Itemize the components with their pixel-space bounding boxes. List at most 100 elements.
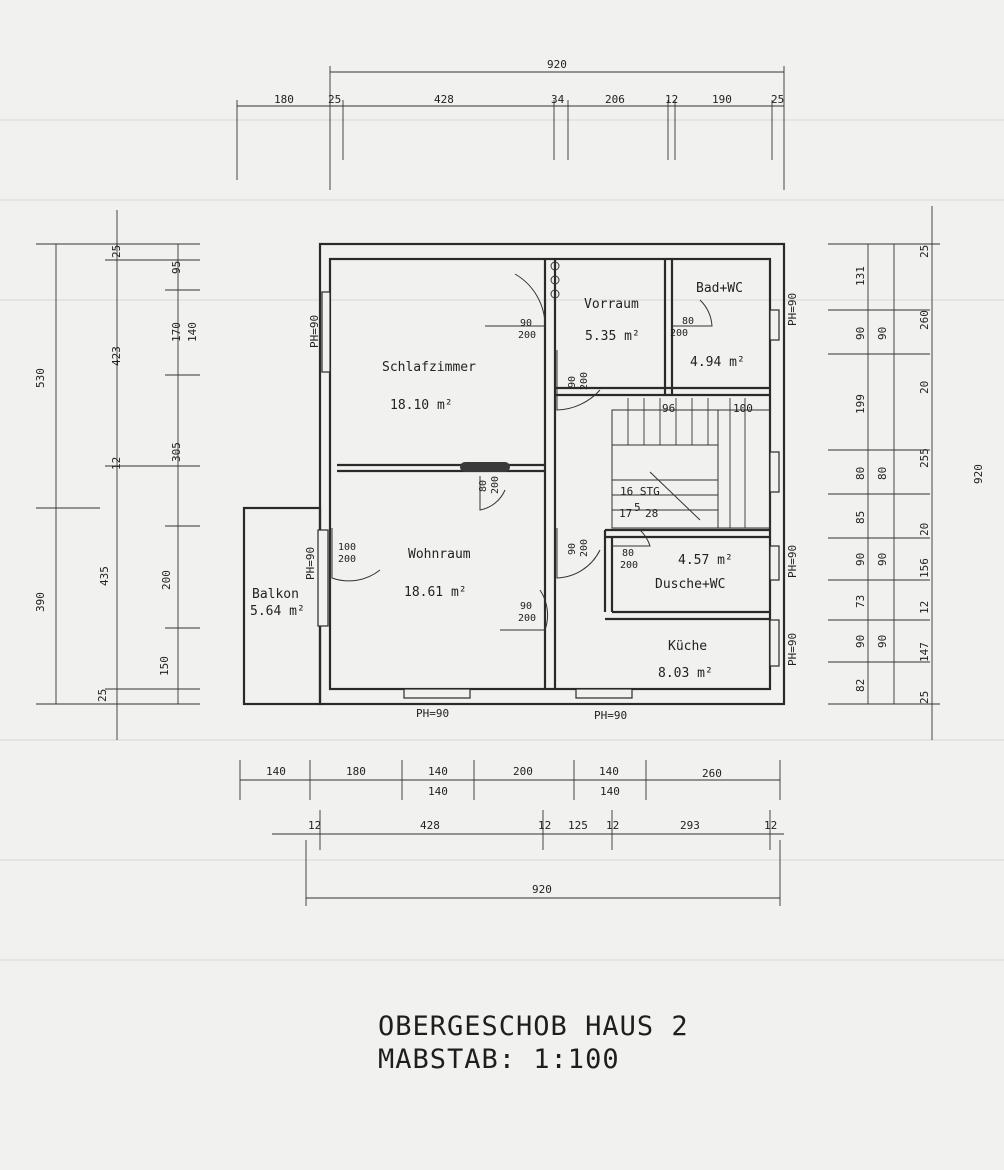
room-area-wohnraum: 18.61 m² xyxy=(404,585,467,600)
dim-right-inner-3: 199 xyxy=(854,394,867,414)
room-name-balkon: Balkon xyxy=(252,587,299,602)
dim-left-mid-3: 12 xyxy=(110,457,123,470)
door-height: 200 xyxy=(579,372,590,390)
window-label: PH=90 xyxy=(594,709,627,722)
dim-right-inner-2: 90 xyxy=(854,327,867,340)
stair-rise-a: 17 xyxy=(619,507,632,520)
dim-bottom-sub-1: 140 xyxy=(428,785,448,798)
dim-right-outer-5: 20 xyxy=(918,523,931,536)
window-dusche xyxy=(769,545,780,581)
door-width: 80 xyxy=(622,548,634,559)
dim-left-mid-5: 25 xyxy=(96,689,109,702)
dim-right-outer-1: 25 xyxy=(918,245,931,258)
dim-right-inner-9: 82 xyxy=(854,679,867,692)
dim-left-outer-1: 530 xyxy=(34,368,47,388)
radiator-circle xyxy=(550,261,560,271)
room-area-kueche: 8.03 m² xyxy=(658,666,713,681)
dim-top-5: 206 xyxy=(605,93,625,106)
dim-right-mid-1: 90 xyxy=(876,327,889,340)
room-area-dusche: 4.57 m² xyxy=(678,553,733,568)
room-name-dusche: Dusche+WC xyxy=(655,577,725,592)
radiator-circle xyxy=(550,289,560,299)
window-label: PH=90 xyxy=(416,707,449,720)
dim-bottom-5: 140 xyxy=(599,765,619,778)
dim-bottom-4: 200 xyxy=(513,765,533,778)
dim-bottom-3: 140 xyxy=(428,765,448,778)
room-area-bad: 4.94 m² xyxy=(690,355,745,370)
window-south-2 xyxy=(575,688,633,699)
room-name-kueche: Küche xyxy=(668,639,707,654)
dim-bottom-2: 180 xyxy=(346,765,366,778)
window-bad xyxy=(769,309,780,341)
dim-right-outer-3: 20 xyxy=(918,381,931,394)
windows xyxy=(317,261,780,699)
room-area-balkon: 5.64 m² xyxy=(250,604,305,619)
dim-bottom2-7: 12 xyxy=(764,819,777,832)
window-wohnraum xyxy=(317,529,329,627)
dim-left-mid-4: 435 xyxy=(98,566,111,586)
window-label: PH=90 xyxy=(786,633,799,666)
dim-bottom2-5: 12 xyxy=(606,819,619,832)
dim-right-outer-8: 147 xyxy=(918,642,931,662)
dim-bottom2-4: 125 xyxy=(568,819,588,832)
dim-right-outer-4: 255 xyxy=(918,448,931,468)
dim-bottom2-3: 12 xyxy=(538,819,551,832)
dim-right-inner-7: 73 xyxy=(854,595,867,608)
stair-rise-b: 5 xyxy=(634,501,641,514)
dim-left-mid-1: 25 xyxy=(110,245,123,258)
dim-right-outer-9: 25 xyxy=(918,691,931,704)
stair-treads xyxy=(612,398,746,528)
door-height: 200 xyxy=(338,554,356,565)
door-width: 90 xyxy=(567,543,578,555)
window-label: PH=90 xyxy=(786,293,799,326)
door-width: 90 xyxy=(520,318,532,329)
door-block xyxy=(460,462,510,472)
dim-top-total: 920 xyxy=(547,58,567,71)
door-width: 90 xyxy=(567,376,578,388)
dim-right-inner-8: 90 xyxy=(854,635,867,648)
dim-left-inner-1: 95 xyxy=(170,261,183,274)
room-name-vorraum: Vorraum xyxy=(584,297,639,312)
door-width: 80 xyxy=(682,316,694,327)
dim-right-outer-6: 156 xyxy=(918,558,931,578)
dim-bottom2-2: 428 xyxy=(420,819,440,832)
dim-top-8: 25 xyxy=(771,93,784,106)
dim-top-6: 12 xyxy=(665,93,678,106)
dim-right-inner-4: 80 xyxy=(854,467,867,480)
dim-top-3: 428 xyxy=(434,93,454,106)
dim-right-outer-2: 260 xyxy=(918,310,931,330)
dim-left-inner-3: 140 xyxy=(186,322,199,342)
dim-bottom2-1: 12 xyxy=(308,819,321,832)
dim-left-inner-6: 150 xyxy=(158,656,171,676)
dim-bottom-6: 260 xyxy=(702,767,722,780)
dim-top-4: 34 xyxy=(551,93,565,106)
background-hatching xyxy=(0,119,1004,961)
door-swings xyxy=(331,273,713,631)
drawing-scale: MABSTAB: 1:100 xyxy=(378,1044,620,1075)
stair-width-a: 96 xyxy=(662,402,675,415)
window-label: PH=90 xyxy=(786,545,799,578)
dim-right-inner-6: 90 xyxy=(854,553,867,566)
dim-left-outer-2: 390 xyxy=(34,592,47,612)
window-kueche xyxy=(769,619,780,667)
room-name-schlafzimmer: Schlafzimmer xyxy=(382,360,476,375)
dim-right-mid-4: 90 xyxy=(876,635,889,648)
door-height: 200 xyxy=(670,328,688,339)
dim-left-inner-4: 305 xyxy=(170,442,183,462)
room-name-bad: Bad+WC xyxy=(696,281,743,296)
dim-right-mid-2: 80 xyxy=(876,467,889,480)
dim-left-mid-2: 423 xyxy=(110,346,123,366)
walls xyxy=(318,242,786,706)
radiator-circle xyxy=(550,275,560,285)
door-height: 200 xyxy=(620,560,638,571)
dim-right-outer-7: 12 xyxy=(918,601,931,614)
door-width: 100 xyxy=(338,542,356,553)
door-width: 90 xyxy=(520,601,532,612)
dimension-lines xyxy=(36,66,940,906)
door-height: 200 xyxy=(579,539,590,557)
door-width: 80 xyxy=(478,480,489,492)
dim-left-inner-2: 170 xyxy=(170,322,183,342)
window-label: PH=90 xyxy=(308,315,321,348)
